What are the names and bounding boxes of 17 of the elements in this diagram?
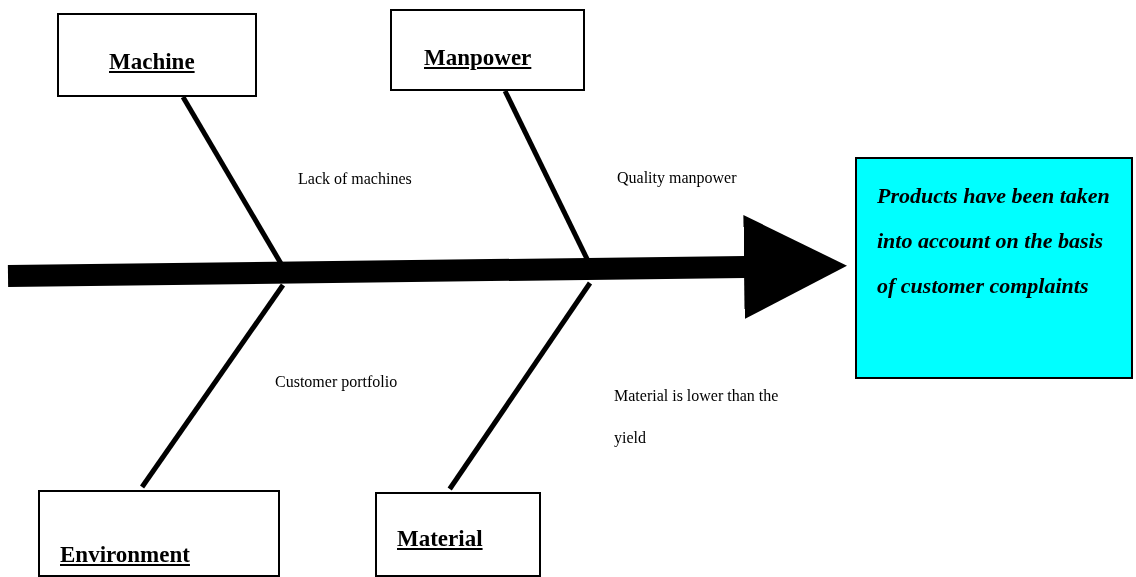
cause-label: Customer portfolio — [275, 372, 399, 393]
cause-label: Lack of machines — [298, 169, 413, 189]
category-title: Manpower — [424, 45, 532, 71]
bone-line — [140, 283, 286, 489]
cause-label: Quality manpower — [617, 168, 738, 189]
spine-arrow — [7, 215, 847, 319]
category-box — [57, 13, 257, 97]
category-title: Machine — [109, 49, 195, 75]
bone-line — [447, 281, 593, 491]
cause-label: Material is lower than the yield — [614, 386, 780, 449]
category-box — [390, 9, 585, 91]
effect-box — [855, 157, 1133, 379]
category-box — [375, 492, 541, 577]
category-title: Environment — [60, 542, 190, 568]
category-title: Material — [397, 526, 483, 552]
category-box — [38, 490, 280, 577]
effect-text: Products have been taken into account on the basis of customer complaints — [877, 182, 1111, 300]
